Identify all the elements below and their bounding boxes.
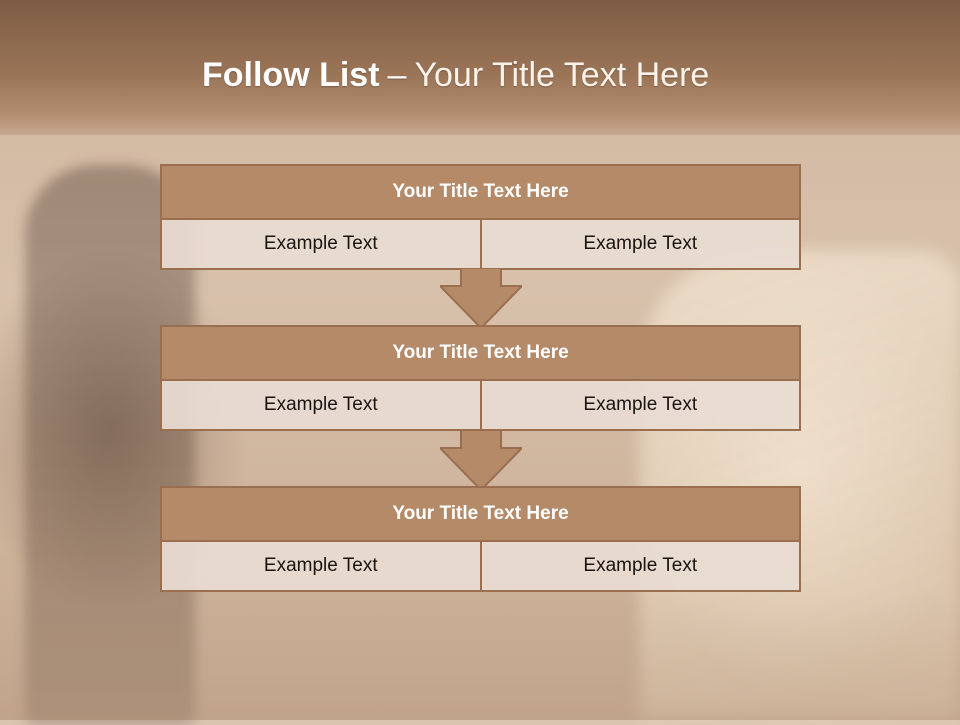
block-title: Your Title Text Here bbox=[160, 486, 801, 542]
slide-title-rest: Your Title Text Here bbox=[414, 56, 710, 94]
list-block-3: Your Title Text Here Example Text Exampl… bbox=[160, 486, 801, 592]
block-row: Example Text Example Text bbox=[160, 542, 801, 592]
list-block-2: Your Title Text Here Example Text Exampl… bbox=[160, 325, 801, 431]
down-arrow-icon bbox=[440, 430, 522, 490]
slide-title-separator: – bbox=[387, 56, 407, 94]
block-cell-right: Example Text bbox=[481, 220, 801, 270]
list-block-1: Your Title Text Here Example Text Exampl… bbox=[160, 164, 801, 270]
block-cell-left: Example Text bbox=[160, 542, 482, 592]
block-title: Your Title Text Here bbox=[160, 164, 801, 220]
header-band: Follow List–Your Title Text Here bbox=[0, 0, 960, 135]
block-cell-left: Example Text bbox=[160, 220, 482, 270]
block-cell-right: Example Text bbox=[481, 381, 801, 431]
block-title: Your Title Text Here bbox=[160, 325, 801, 381]
down-arrow-icon bbox=[440, 268, 522, 328]
block-cell-left: Example Text bbox=[160, 381, 482, 431]
slide-title-bold: Follow List bbox=[202, 56, 380, 94]
block-row: Example Text Example Text bbox=[160, 381, 801, 431]
block-row: Example Text Example Text bbox=[160, 220, 801, 270]
slide-title: Follow List–Your Title Text Here bbox=[202, 56, 709, 95]
background-floor bbox=[0, 590, 960, 720]
block-cell-right: Example Text bbox=[481, 542, 801, 592]
